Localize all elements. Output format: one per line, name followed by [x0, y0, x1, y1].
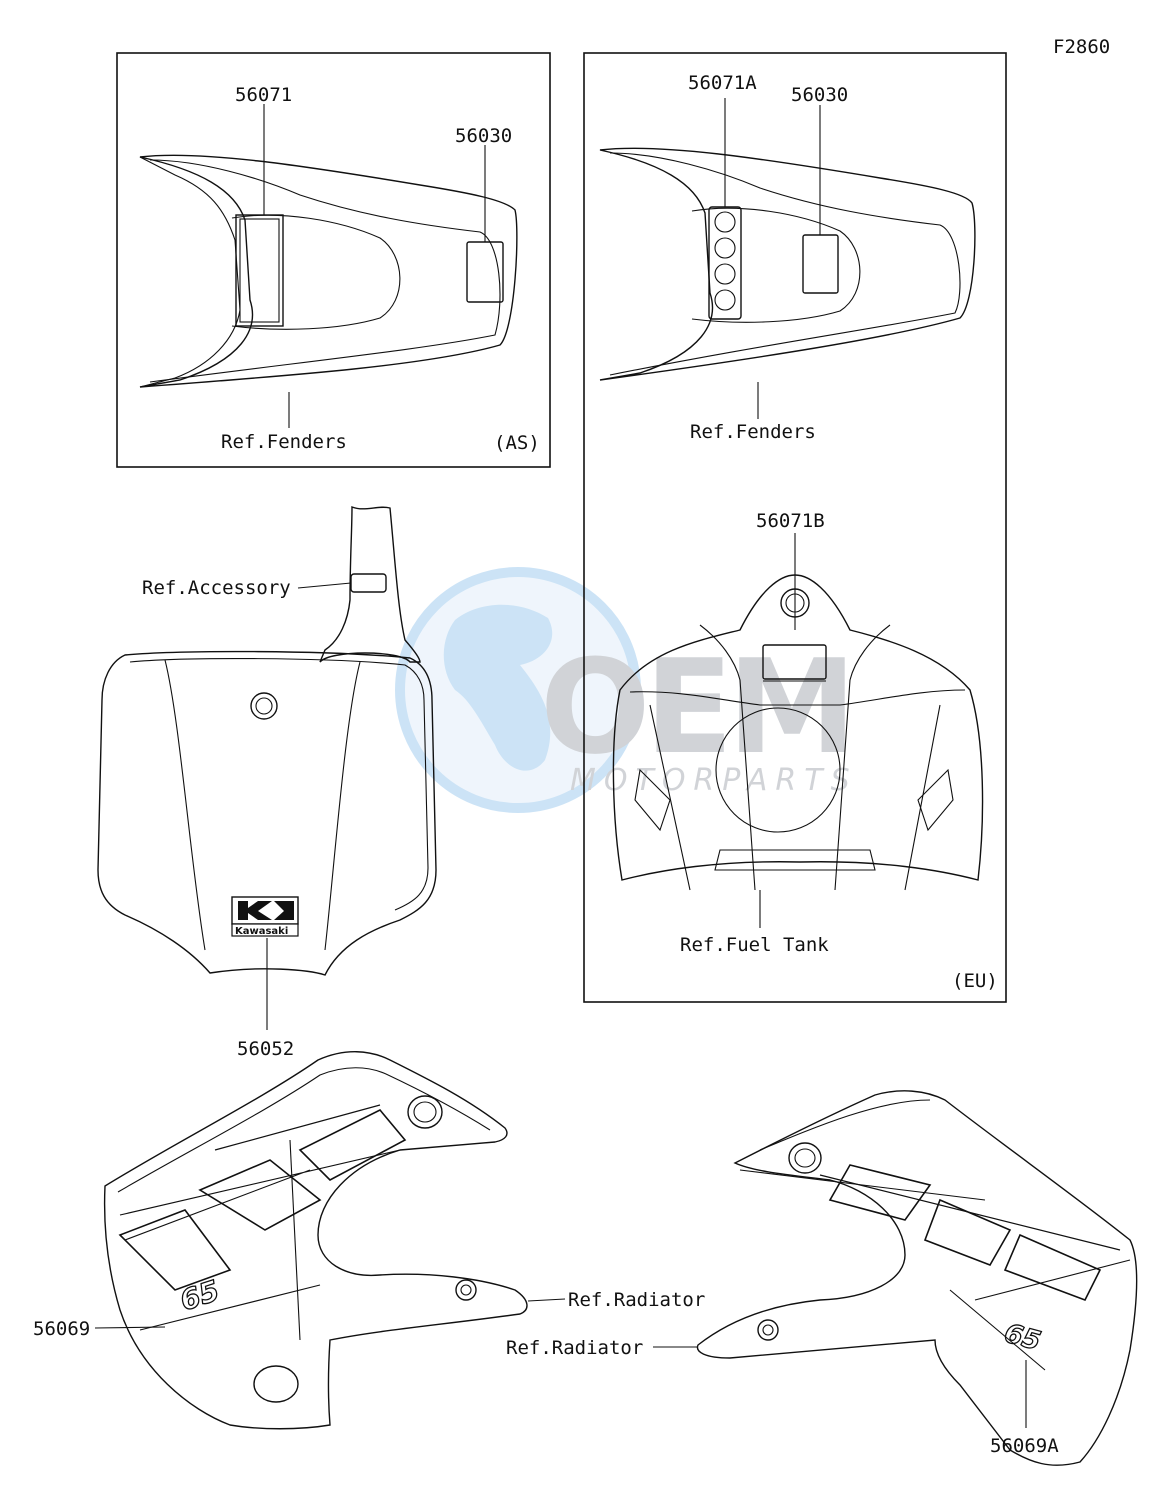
as-decal-56030 — [466, 241, 504, 303]
kawasaki-logo-icon: Kawasaki — [231, 896, 299, 937]
left-radiator-shroud: 65 — [103, 1051, 528, 1430]
right-shroud-number-graphic: 65 — [1001, 1319, 1044, 1357]
watermark: OEM MOTORPARTS — [395, 567, 858, 813]
number-plate-accessory-slot — [350, 573, 387, 593]
front-number-plate: Kawasaki — [97, 505, 437, 976]
right-shroud-ref-radiator: Ref.Radiator — [506, 1337, 643, 1359]
watermark-sub-text: MOTORPARTS — [570, 763, 858, 798]
eu-decal-56030 — [802, 234, 839, 294]
kawasaki-logo-text: Kawasaki — [235, 926, 288, 937]
eu-label-56071a: 56071A — [688, 72, 757, 94]
eu-ref-fenders: Ref.Fenders — [690, 421, 816, 443]
right-shroud-kx-graphic — [819, 1164, 1121, 1302]
left-shroud-ref-radiator: Ref.Radiator — [568, 1289, 705, 1311]
right-radiator-shroud: 65 — [696, 1090, 1138, 1466]
eu-panel: 56071A 56030 Ref.Fenders 56071B Ref.Fuel… — [583, 52, 1007, 1003]
watermark-main-text: OEM — [540, 631, 851, 783]
watermark-continent — [443, 604, 553, 771]
eu-decal-56071a — [708, 206, 742, 320]
eu-label-56071b: 56071B — [756, 510, 825, 532]
number-plate-ref-accessory: Ref.Accessory — [142, 577, 291, 599]
eu-fuel-tank — [612, 574, 984, 891]
right-shroud-label-56069a: 56069A — [990, 1435, 1059, 1457]
eu-ref-fuel-tank: Ref.Fuel Tank — [680, 934, 829, 956]
eu-label-56030: 56030 — [791, 84, 848, 106]
as-decal-56071 — [235, 214, 284, 327]
as-panel-frame — [116, 52, 551, 468]
as-label-56030: 56030 — [455, 125, 512, 147]
figure-code: F2860 — [1053, 36, 1110, 58]
eu-rear-fender — [599, 147, 976, 381]
as-variant-tag: (AS) — [494, 432, 540, 454]
left-shroud-kx-graphic — [118, 1104, 407, 1291]
watermark-globe-icon — [395, 567, 641, 813]
number-plate-label-56052: 56052 — [237, 1038, 294, 1060]
as-panel: 56071 56030 Ref.Fenders (AS) — [116, 52, 551, 468]
eu-variant-tag: (EU) — [952, 970, 998, 992]
as-label-56071: 56071 — [235, 84, 292, 106]
eu-panel-frame — [583, 52, 1007, 1003]
left-shroud-label-56069: 56069 — [33, 1318, 90, 1340]
eu-decal-56071b — [762, 644, 827, 680]
as-rear-fender — [139, 154, 518, 388]
as-ref-fenders: Ref.Fenders — [221, 431, 347, 453]
